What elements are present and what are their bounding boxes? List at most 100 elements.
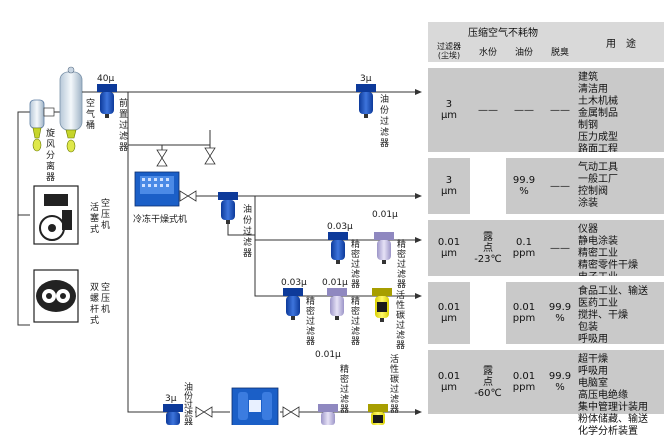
air-tank	[59, 66, 92, 153]
tank-label: 桶	[86, 119, 95, 131]
screw-label-2: 机	[101, 303, 110, 315]
line4-oil-label: 器	[184, 418, 193, 425]
line3-f2-label: 过	[351, 315, 360, 327]
piston-label: 活	[90, 201, 99, 213]
use-line: 一般工厂	[578, 174, 618, 185]
line4-oil-label: 份	[184, 390, 193, 402]
oil-filter-line4	[163, 404, 183, 425]
cell-filter: 0.01 μm	[437, 237, 461, 259]
cyclone-label: 风	[46, 139, 55, 150]
spec-table: 压缩空气不耗物 过滤器 (尘埃) 水份 油份 脱臭 用 途 3 μm —— —— ——…	[428, 22, 664, 437]
line4-carbon-label: 活	[390, 353, 399, 365]
line3-f2-label: 精	[351, 295, 360, 307]
screw-compressor	[33, 269, 79, 323]
use-line: 呼吸用	[578, 334, 608, 345]
line3-f1-label: 滤	[306, 325, 315, 337]
refrigerated-dryer	[134, 171, 180, 207]
precision-filter-001-line2	[374, 232, 394, 264]
header-water: 水份	[478, 47, 497, 58]
line2-f1-label: 精	[351, 238, 360, 250]
line2-oil-label: 滤	[243, 236, 252, 248]
cell-oil: 0.01 ppm	[512, 371, 536, 393]
oil-filter-line1	[356, 84, 376, 118]
piston-label-2: 压	[101, 209, 110, 220]
header-oil: 油份	[514, 47, 533, 58]
line3-f1-label: 精	[306, 295, 315, 307]
line2-f1-label: 密	[351, 248, 360, 260]
cell-use: 气动工具一般工厂控制阀涂装	[578, 162, 664, 210]
line4-oil-label: 滤	[184, 408, 193, 420]
table-header: 压缩空气不耗物 过滤器 (尘埃) 水份 油份 脱臭 用 途	[428, 22, 664, 62]
line2-f1-label: 滤	[351, 268, 360, 280]
line2-f1-label: 过	[351, 258, 360, 270]
cell-odor: 99.9 %	[548, 302, 572, 324]
precision-filter-001-line3	[327, 288, 347, 320]
cell-oil: ——	[514, 104, 534, 116]
use-line: 食品工业、输送	[578, 286, 648, 297]
flow-diagram: 40μ 3μ 0.03μ 0.01μ 0.03μ 0.01μ 3μ 0.01μ …	[17, 66, 422, 425]
use-line: 呼吸用	[578, 366, 608, 377]
line4-f-label: 密	[340, 373, 349, 385]
cell-odor: 99.9 %	[548, 371, 572, 393]
tank-label: 气	[86, 108, 95, 120]
cell-odor: ——	[550, 104, 570, 116]
line4-f-label: 过	[340, 383, 349, 395]
piston-label-2: 空	[101, 197, 110, 209]
line3-f2-label: 滤	[351, 325, 360, 337]
line2-size-2: 0.01μ	[372, 210, 398, 220]
line1-oil-label: 油	[380, 93, 389, 105]
line3-carbon-label: 器	[396, 340, 405, 351]
screw-label: 螺	[90, 293, 99, 304]
use-line: 金属制品	[578, 108, 618, 119]
line1-pre-size: 40μ	[97, 74, 114, 84]
use-line: 制钢	[578, 120, 598, 131]
carbon-filter-line3	[372, 288, 392, 322]
line1-oil-label: 份	[380, 104, 389, 116]
use-line: 土木机械	[578, 96, 618, 107]
cell-water: 露 点 -23℃	[474, 231, 502, 265]
cell-water	[470, 282, 506, 344]
screw-label-2: 空	[101, 281, 110, 293]
cell-use: 建筑清洁用土木机械金属制品制钢压力成型路面工程	[578, 72, 664, 156]
precision-filter-003-line3	[283, 288, 303, 320]
line1-oil-label: 滤	[380, 126, 389, 138]
use-line: 精密工业	[578, 248, 618, 259]
pre-filter-label: 滤	[119, 130, 128, 142]
header-filter: 过滤器 (尘埃)	[437, 42, 461, 60]
cell-odor: ——	[550, 180, 570, 192]
use-line: 气动工具	[578, 162, 618, 173]
line3-f2-label: 密	[351, 305, 360, 317]
table-row: 3 μm——————建筑清洁用土木机械金属制品制钢压力成型路面工程	[428, 62, 664, 155]
line3-carbon-label: 活	[396, 289, 405, 301]
line4-carbon-label: 碳	[390, 373, 399, 385]
line4-carbon-label: 滤	[390, 393, 399, 405]
screw-label: 杆	[90, 303, 99, 315]
line1-oil-label: 器	[380, 138, 389, 149]
use-line: 仪器	[578, 224, 598, 235]
pre-filter	[97, 84, 117, 118]
table-title: 压缩空气不耗物	[468, 27, 538, 39]
line2-oil-label: 过	[243, 225, 252, 237]
piston-label: 式	[90, 223, 99, 235]
use-line: 超干燥	[578, 354, 608, 365]
cyclone-label: 分	[46, 150, 55, 161]
use-line: 控制阀	[578, 186, 608, 197]
line4-f-label: 精	[340, 363, 349, 375]
line1-oil-size: 3μ	[360, 74, 372, 84]
line3-carbon-label: 过	[396, 319, 405, 331]
use-line: 建筑	[578, 72, 598, 83]
line4-size-1: 3μ	[165, 394, 177, 404]
line2-f2-label: 器	[397, 279, 406, 290]
pre-filter-label: 置	[119, 109, 128, 120]
cell-use: 超干燥呼吸用电脑室高压电绝缘集中管理计装用粉体储藏、输送化学分析装置	[578, 354, 664, 438]
valves	[156, 147, 300, 418]
line3-f1-label: 器	[306, 336, 315, 347]
cell-filter: 3 μm	[440, 99, 458, 121]
use-line: 包装	[578, 322, 598, 333]
cyclone-label: 离	[46, 160, 55, 172]
precision-filter-003-line2	[328, 232, 348, 264]
line2-oil-label: 油	[243, 203, 252, 215]
